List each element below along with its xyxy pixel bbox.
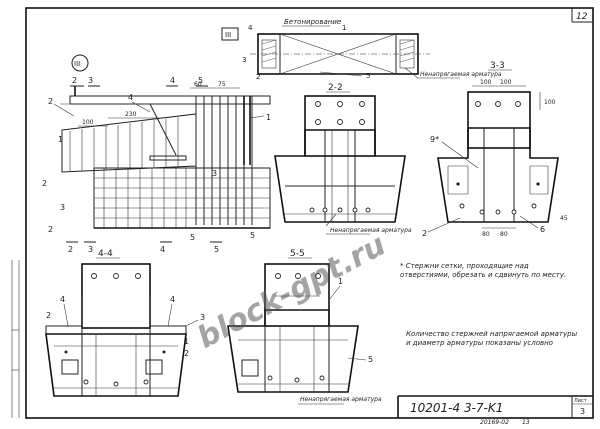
callout: 2 <box>48 225 53 234</box>
cut-label: 2 <box>72 76 77 85</box>
callout: 2 <box>184 349 189 358</box>
dim: 60 <box>194 81 202 88</box>
front-view-cage: III 2 3 4 5 100 230 60 75 <box>42 54 271 254</box>
callout: 2 <box>46 311 51 320</box>
callout: 1 <box>342 24 346 32</box>
non-stressed-label-3: Ненапрягаемая арматура <box>300 396 382 403</box>
section-5-5: 5-5 1 5 Ненапрягаемая арматура <box>227 249 382 405</box>
top-caption: Бетонирование <box>284 18 341 26</box>
roman-top-label: III <box>225 31 231 39</box>
callout: 4 <box>170 295 175 304</box>
section-3-3: 3-3 100 100 100 80 80 45 9* 2 6 <box>422 61 568 238</box>
margin-stamp <box>11 260 20 418</box>
dim: 100 <box>500 79 512 86</box>
dim: 80 <box>482 231 490 238</box>
section-4-4: 4-4 4 4 2 3 1 2 <box>45 249 205 397</box>
callout: 1 <box>338 277 343 286</box>
top-plan-view: III Бетонирование 4 3 2 1 5 Ненапрягаема… <box>221 18 502 81</box>
callout: 3 <box>200 313 205 322</box>
section-2-2: 2-2 Ненапрягаемая арматура <box>274 83 412 235</box>
non-stressed-label-1: Ненапрягаемая арматура <box>420 71 502 78</box>
callout: 1 <box>184 337 189 346</box>
callout: 4 <box>128 93 133 102</box>
page-number: 12 <box>576 12 588 22</box>
cut-label: 3 <box>88 245 93 254</box>
sheet-frame: 12 <box>25 7 594 419</box>
watermark: block-gpt.ru <box>192 227 392 355</box>
callout: 2 <box>256 73 260 81</box>
dim: 100 <box>82 119 94 126</box>
non-stressed-label-2: Ненапрягаемая арматура <box>330 227 412 234</box>
callout: 9* <box>430 135 439 144</box>
cut-label: 2 <box>68 245 73 254</box>
title-block: 10201-4 3-7-K1 Лист 3 20169-02 13 <box>397 395 593 426</box>
dim: 45 <box>560 215 568 222</box>
callout: 4 <box>60 295 65 304</box>
sheet-number: 3 <box>580 407 585 416</box>
dim: 80 <box>500 231 508 238</box>
sheet-label: Лист <box>574 398 587 404</box>
section-title: 4-4 <box>98 249 113 259</box>
callout: 6 <box>540 225 545 234</box>
cut-label: 5 <box>214 245 219 254</box>
section-title: 2-2 <box>328 83 343 93</box>
callout: 2 <box>48 97 53 106</box>
cut-label: 4 <box>170 76 175 85</box>
callout: 3 <box>60 203 65 212</box>
cut-label: 3 <box>88 76 93 85</box>
callout: 1 <box>266 113 271 122</box>
archive-number: 20169-02 <box>480 419 509 425</box>
note-quantity: Количество стержней напрягаемой арматуры… <box>406 330 578 347</box>
callout: 1 <box>58 135 63 144</box>
archive-page: 13 <box>522 419 530 425</box>
section-title: 3-3 <box>490 61 505 71</box>
dim: 75 <box>218 81 226 88</box>
doc-code: 10201-4 3-7-K1 <box>410 401 503 415</box>
callout: 2 <box>42 179 47 188</box>
roman-front-label: III <box>74 60 80 68</box>
cut-label: 4 <box>160 245 165 254</box>
callout: 4 <box>248 24 253 32</box>
note-star: * Стержни сетки, проходящие над отверсти… <box>400 262 567 279</box>
dim: 230 <box>125 111 137 118</box>
callout: 5 <box>250 231 255 240</box>
callout: 5 <box>368 355 373 364</box>
callout: 5 <box>190 233 195 242</box>
section-title: 5-5 <box>290 249 305 259</box>
callout: 3 <box>242 56 246 64</box>
cut-label: 5 <box>198 76 203 85</box>
callout: 3 <box>212 169 217 178</box>
callout: 5 <box>366 72 370 80</box>
callout: 2 <box>422 229 427 238</box>
dim: 100 <box>480 79 492 86</box>
notes: * Стержни сетки, проходящие над отверсти… <box>400 262 578 347</box>
dim: 100 <box>544 99 556 106</box>
